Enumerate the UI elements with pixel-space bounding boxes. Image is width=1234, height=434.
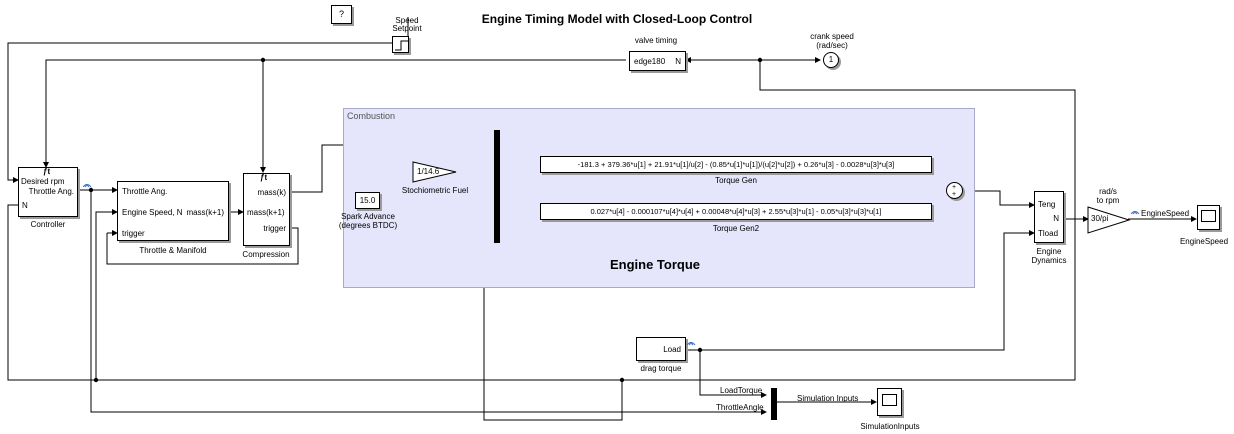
spark-advance-label-2: (degrees BTDC) <box>338 221 398 230</box>
speed-setpoint-label-2: Setpoint <box>392 24 422 33</box>
crank-speed-label-1: crank speed <box>810 32 854 41</box>
controller-port-desired: Desired rpm <box>21 177 65 186</box>
compression-port-out: mass(k) <box>257 188 286 197</box>
line-setpoint-to-controller <box>7 17 409 183</box>
engine-port-tload: Tload <box>1038 229 1059 238</box>
manifold-port-speed: Engine Speed, N <box>122 208 183 217</box>
simulation-inputs-mux[interactable] <box>771 388 777 420</box>
help-button[interactable]: ? <box>331 5 352 24</box>
simulation-inputs-scope[interactable] <box>877 388 902 416</box>
crank-speed-outport[interactable]: 1 <box>823 52 839 68</box>
engine-dynamics-block[interactable]: Teng N Tload <box>1034 191 1064 243</box>
torque-gen-fcn-block[interactable]: -181.3 + 379.36*u[1] + 21.91*u[1]/u[2] -… <box>540 156 932 173</box>
line-speed-to-drag <box>483 380 623 421</box>
line-speed-to-manifold <box>95 209 118 380</box>
engine-port-n: N <box>1053 214 1059 223</box>
combustion-mux-bar[interactable] <box>494 130 500 243</box>
controller-port-n: N <box>22 201 28 210</box>
drag-torque-name: drag torque <box>640 364 682 373</box>
line-drag-to-siminputs <box>699 350 767 398</box>
spark-advance-constant[interactable]: 15.0 <box>355 192 380 209</box>
spark-advance-value: 15.0 <box>359 196 376 205</box>
scope-screen-icon <box>882 394 897 406</box>
compression-port-trigger: trigger <box>263 224 286 233</box>
throttle-manifold-block[interactable]: Throttle Ang. Engine Speed, N trigger ma… <box>117 181 229 241</box>
compression-trigger-icon: ƒt <box>260 173 268 182</box>
speed-setpoint-step-block[interactable] <box>392 36 409 53</box>
line-speed-upper <box>759 60 1076 220</box>
engine-speed-signal-label: EngineSpeed <box>1141 209 1190 218</box>
line-throttle-to-siminputs <box>90 190 767 415</box>
simulation-inputs-signal-label: Simulation Inputs <box>797 394 859 403</box>
drag-torque-port: Load <box>663 345 681 354</box>
spark-advance-label-1: Spark Advance <box>341 212 395 221</box>
rpm-gain-block[interactable] <box>1087 206 1131 234</box>
line-manifold-trigger <box>106 227 299 265</box>
combustion-label: Combustion <box>347 111 396 121</box>
rpm-gain-value: 30/pi <box>1091 214 1109 223</box>
crank-speed-port-number: 1 <box>828 55 834 64</box>
rpm-gain-label-1: rad/s <box>1099 187 1117 196</box>
valve-timing-label: valve timing <box>634 36 678 45</box>
help-label: ? <box>338 9 344 19</box>
controller-block[interactable]: ƒt Desired rpm Throttle Ang. N <box>18 167 78 217</box>
valve-timing-block[interactable]: edge180 N <box>629 51 686 71</box>
controller-port-throttle: Throttle Ang. <box>28 187 74 196</box>
line-sum-to-engine <box>963 190 1035 208</box>
speed-setpoint-label-1: Speed <box>395 16 419 25</box>
sum-sign-bottom: + <box>952 191 957 198</box>
throttle-manifold-name: Throttle & Manifold <box>139 246 207 255</box>
simulation-inputs-scope-name: SimulationInputs <box>860 422 920 431</box>
manifold-port-throttle: Throttle Ang. <box>122 187 168 196</box>
controller-trigger-icon: ƒt <box>43 167 51 176</box>
valve-timing-in-port: edge180 <box>634 57 666 66</box>
engine-port-teng: Teng <box>1038 200 1056 209</box>
combustion-subsystem-area[interactable]: Combustion <box>343 108 975 288</box>
fuel-gain-block[interactable] <box>412 161 458 183</box>
line-valve-to-controller <box>43 59 626 168</box>
engine-torque-label: Engine Torque <box>609 257 701 272</box>
line-drag-to-engine <box>686 230 1035 351</box>
torque-gen-label: Torque Gen <box>715 176 757 185</box>
throttle-angle-signal-label: ThrottleAngle <box>716 403 764 412</box>
fuel-gain-label: Stochiometric Fuel <box>401 186 469 195</box>
engine-speed-scope-name: EngineSpeed <box>1179 237 1229 246</box>
engine-speed-scope[interactable] <box>1197 205 1220 230</box>
compression-port-in: mass(k+1) <box>247 208 285 217</box>
logged-signal-icon <box>82 184 92 188</box>
engine-dynamics-name-1: Engine <box>1036 247 1062 256</box>
scope-screen-icon <box>1201 210 1216 222</box>
drag-torque-block[interactable]: Load <box>636 337 686 361</box>
step-icon <box>395 40 408 51</box>
torque-gen2-expression: 0.027*u[4] - 0.000107*u[4]*u[4] + 0.0004… <box>590 207 882 216</box>
model-title: Engine Timing Model with Closed-Loop Con… <box>481 12 753 26</box>
drag-logged-icon <box>686 342 696 346</box>
compression-name: Compression <box>242 250 290 259</box>
torque-gen2-label: Torque Gen2 <box>712 224 760 233</box>
sum-sign-top: + <box>952 184 957 191</box>
engine-dynamics-name-2: Dynamics <box>1031 256 1067 265</box>
torque-sum-block[interactable]: + + <box>946 182 963 199</box>
manifold-port-out: mass(k+1) <box>186 208 224 217</box>
compression-block[interactable]: ƒt mass(k) mass(k+1) trigger <box>243 173 290 246</box>
crank-speed-label-2: (rad/sec) <box>816 41 848 50</box>
manifold-port-trigger: trigger <box>122 229 145 238</box>
valve-timing-out-port: N <box>675 57 681 66</box>
engine-speed-logged-icon <box>1130 211 1140 215</box>
line-speed-feedback <box>7 204 1076 381</box>
controller-name: Controller <box>30 220 66 229</box>
torque-gen2-fcn-block[interactable]: 0.027*u[4] - 0.000107*u[4]*u[4] + 0.0004… <box>540 203 932 220</box>
fuel-gain-value: 1/14.6 <box>417 167 440 176</box>
rpm-gain-label-2: to rpm <box>1096 196 1120 205</box>
torque-gen-expression: -181.3 + 379.36*u[1] + 21.91*u[1]/u[2] -… <box>577 160 895 169</box>
load-torque-signal-label: LoadTorque <box>720 386 763 395</box>
